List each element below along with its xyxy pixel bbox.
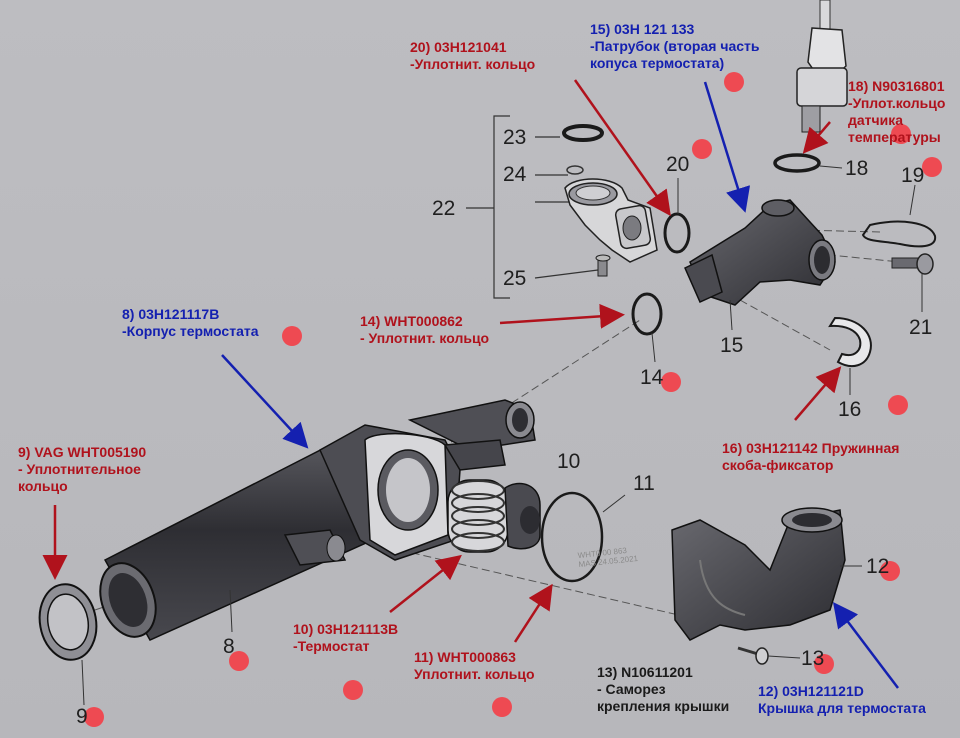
part-number-11: 11 (633, 472, 655, 495)
marker-dot (891, 124, 911, 144)
callout-13-desc-1: - Саморез (597, 681, 666, 697)
part-23-oring (562, 124, 604, 142)
callout-20-code: 20) 03H121041 (410, 39, 507, 55)
callout-18-desc-2: датчика (848, 112, 904, 128)
callout-13-desc-2: крепления крышки (597, 698, 730, 714)
callout-9-code: 9) VAG WHT005190 (18, 444, 147, 460)
part-number-24: 24 (503, 163, 527, 186)
part-12-cover (671, 507, 846, 641)
callout-20-desc: -Уплотнит. кольцо (410, 56, 536, 72)
marker-dot (343, 680, 363, 700)
callout-9-desc-1: - Уплотнительное (18, 461, 141, 477)
callout-8: 8) 03H121117B -Корпус термостата (122, 306, 259, 340)
callout-18: 18) N90316801 -Уплот.кольцо датчика темп… (848, 78, 945, 146)
callout-12-desc: Крышка для термостата (758, 700, 926, 716)
part-18-oring (773, 153, 821, 173)
callout-14-desc: - Уплотнит. кольцо (360, 330, 490, 346)
marker-dot (661, 372, 681, 392)
part-number-23: 23 (503, 126, 527, 149)
part-number-15: 15 (720, 334, 744, 357)
part-number-20: 20 (666, 153, 690, 176)
marker-dot (814, 654, 834, 674)
part-number-19: 19 (901, 164, 925, 187)
marker-dot (888, 395, 908, 415)
part-11-oring (540, 491, 604, 583)
callout-15-code: 15) 03H 121 133 (590, 21, 695, 37)
callout-16-code: 16) 03H121142 Пружинная (722, 440, 900, 456)
callout-8-code: 8) 03H121117B (122, 306, 220, 322)
part-24-ring (566, 165, 584, 175)
part-number-13: 13 (801, 647, 825, 670)
part-13-screw (737, 646, 769, 665)
callout-11-desc: Уплотнит. кольцо (414, 666, 535, 682)
part-25-bolt (595, 254, 611, 277)
part-number-22: 22 (432, 197, 456, 220)
callout-13-code: 13) N10611201 (597, 664, 693, 680)
callout-16-desc: скоба-фиксатор (722, 457, 834, 473)
callout-15: 15) 03H 121 133 -Патрубок (вторая часть … (590, 21, 759, 72)
marker-dot (692, 139, 712, 159)
part-number-18: 18 (845, 157, 869, 180)
part-10-thermostat (447, 479, 541, 553)
part-number-21: 21 (909, 316, 933, 339)
callout-15-desc-2: копуса термостата) (590, 55, 725, 71)
red-callout-arrows (42, 79, 842, 643)
part-20-oring (663, 212, 691, 254)
callout-10-code: 10) 03H121113B (293, 621, 399, 637)
callout-16: 16) 03H121142 Пружинная скоба-фиксатор (722, 440, 899, 474)
callout-14-code: 14) WHT000862 (360, 313, 463, 329)
part-number-8: 8 (223, 635, 235, 658)
callout-13: 13) N10611201 - Саморез крепления крышки (597, 664, 729, 715)
part-number-leaders (81, 165, 923, 706)
marker-dot (492, 697, 512, 717)
part-number-10: 10 (557, 450, 581, 473)
part-number-16: 16 (838, 398, 862, 421)
part-21-screw (891, 253, 934, 275)
callout-10-desc: -Термостат (293, 638, 370, 654)
callout-11-code: 11) WHT000863 (414, 649, 516, 665)
part-9-seal-ring (38, 583, 98, 661)
marker-dot (229, 651, 249, 671)
blue-callout-arrows (221, 81, 899, 689)
marker-dot (84, 707, 104, 727)
marker-dot (724, 72, 744, 92)
temperature-sensor (796, 0, 848, 133)
part-number-25: 25 (503, 267, 527, 290)
part-15-pipe (684, 199, 836, 306)
part-number-12: 12 (866, 555, 890, 578)
marker-dot (922, 157, 942, 177)
part-number-9: 9 (76, 705, 88, 728)
callout-20: 20) 03H121041 -Уплотнит. кольцо (410, 39, 535, 73)
part-14-oring (631, 292, 663, 336)
callout-18-desc-1: -Уплот.кольцо (848, 95, 946, 111)
callout-18-desc-3: температуры (848, 129, 941, 145)
marker-dot (880, 561, 900, 581)
part-number-14: 14 (640, 366, 664, 389)
part-16-spring-clip (828, 316, 872, 368)
callout-9: 9) VAG WHT005190 - Уплотнительное кольцо (18, 444, 146, 495)
part-8-housing (99, 399, 536, 641)
callout-10: 10) 03H121113B -Термостат (293, 621, 398, 655)
marker-dot (282, 326, 302, 346)
callout-14: 14) WHT000862 - Уплотнит. кольцо (360, 313, 489, 347)
callout-18-code: 18) N90316801 (848, 78, 945, 94)
callout-15-desc-1: -Патрубок (вторая часть (590, 38, 760, 54)
callout-12-code: 12) 03H121121D (758, 683, 864, 699)
callout-12: 12) 03H121121D Крышка для термостата (758, 683, 926, 717)
part-19-clip (861, 220, 937, 248)
callout-9-desc-2: кольцо (18, 478, 68, 494)
callout-11: 11) WHT000863 Уплотнит. кольцо (414, 649, 535, 683)
part-22-flange (564, 178, 658, 263)
callout-8-desc: -Корпус термостата (122, 323, 259, 339)
